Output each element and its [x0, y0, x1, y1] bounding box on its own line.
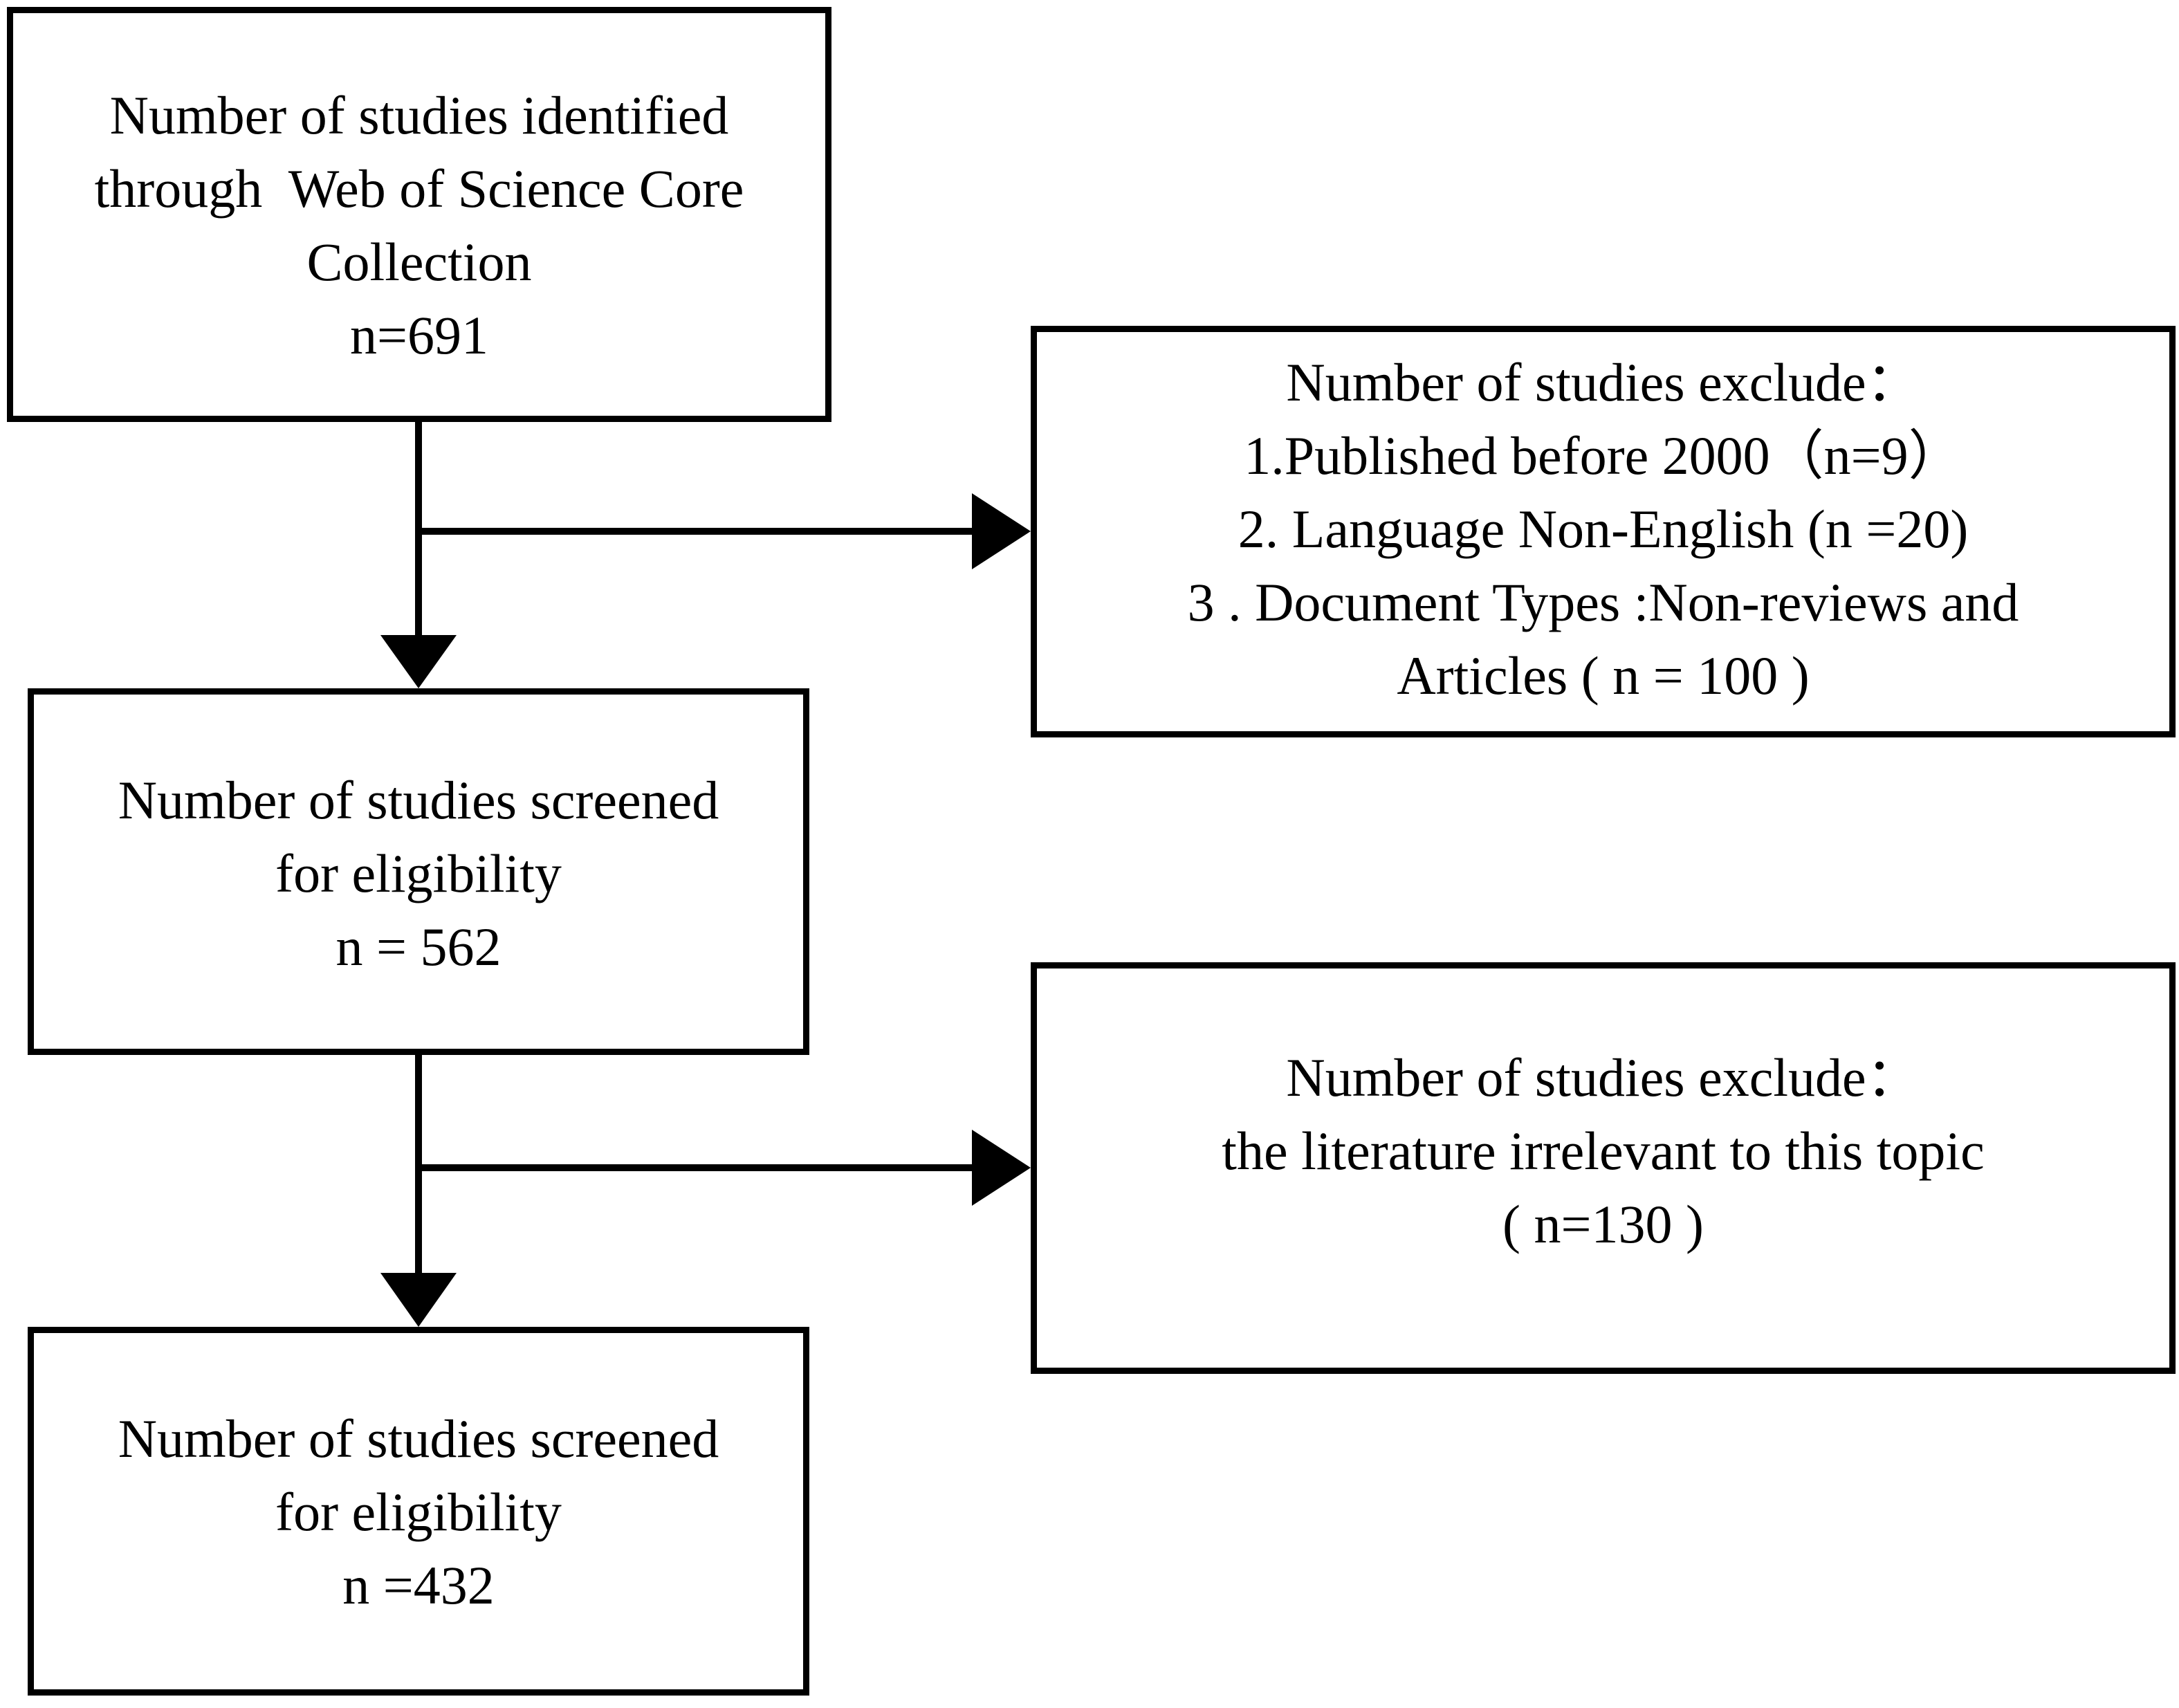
identified-line-1: Number of studies identified: [109, 85, 729, 145]
exclude-1-reason-2: 2. Language Non-English (n =20): [1238, 499, 1969, 559]
identified-line-3: Collection: [306, 232, 532, 292]
screened-1-count: n = 562: [335, 917, 502, 977]
screened-1-line-2: for eligibility: [275, 843, 562, 903]
excluded-studies-box-1: Number of studies exclude： 1.Published b…: [1031, 326, 2176, 737]
exclude-1-reason-3: 3 . Document Types :Non-reviews and: [1187, 572, 2019, 632]
exclude-1-heading: Number of studies exclude：: [1286, 352, 1920, 412]
identified-studies-box: Number of studies identified through Web…: [7, 7, 831, 422]
screened-2-count: n =432: [342, 1555, 495, 1615]
screened-studies-box-1: Number of studies screened for eligibili…: [28, 688, 809, 1055]
screened-1-line-1: Number of studies screened: [118, 770, 719, 830]
arrowhead-down-2: [380, 1273, 457, 1327]
screened-studies-box-2: Number of studies screened for eligibili…: [28, 1327, 809, 1696]
arrowhead-down-1: [380, 635, 457, 688]
arrowhead-right-1: [972, 493, 1031, 569]
exclude-1-reason-1: 1.Published before 2000（n=9）: [1244, 425, 1962, 486]
screened-2-line-2: for eligibility: [275, 1482, 562, 1542]
excluded-studies-box-2: Number of studies exclude： the literatur…: [1031, 962, 2176, 1374]
exclude-1-reason-3-cont: Articles ( n = 100 ): [1397, 645, 1810, 706]
screened-2-line-1: Number of studies screened: [118, 1408, 719, 1469]
exclude-2-reason: the literature irrelevant to this topic: [1222, 1121, 1985, 1181]
exclude-2-heading: Number of studies exclude：: [1286, 1047, 1920, 1108]
identified-line-2: through Web of Science Core: [94, 158, 744, 219]
identified-count: n=691: [350, 305, 488, 365]
arrowhead-right-2: [972, 1130, 1031, 1206]
exclude-2-count: ( n=130 ): [1502, 1194, 1704, 1254]
